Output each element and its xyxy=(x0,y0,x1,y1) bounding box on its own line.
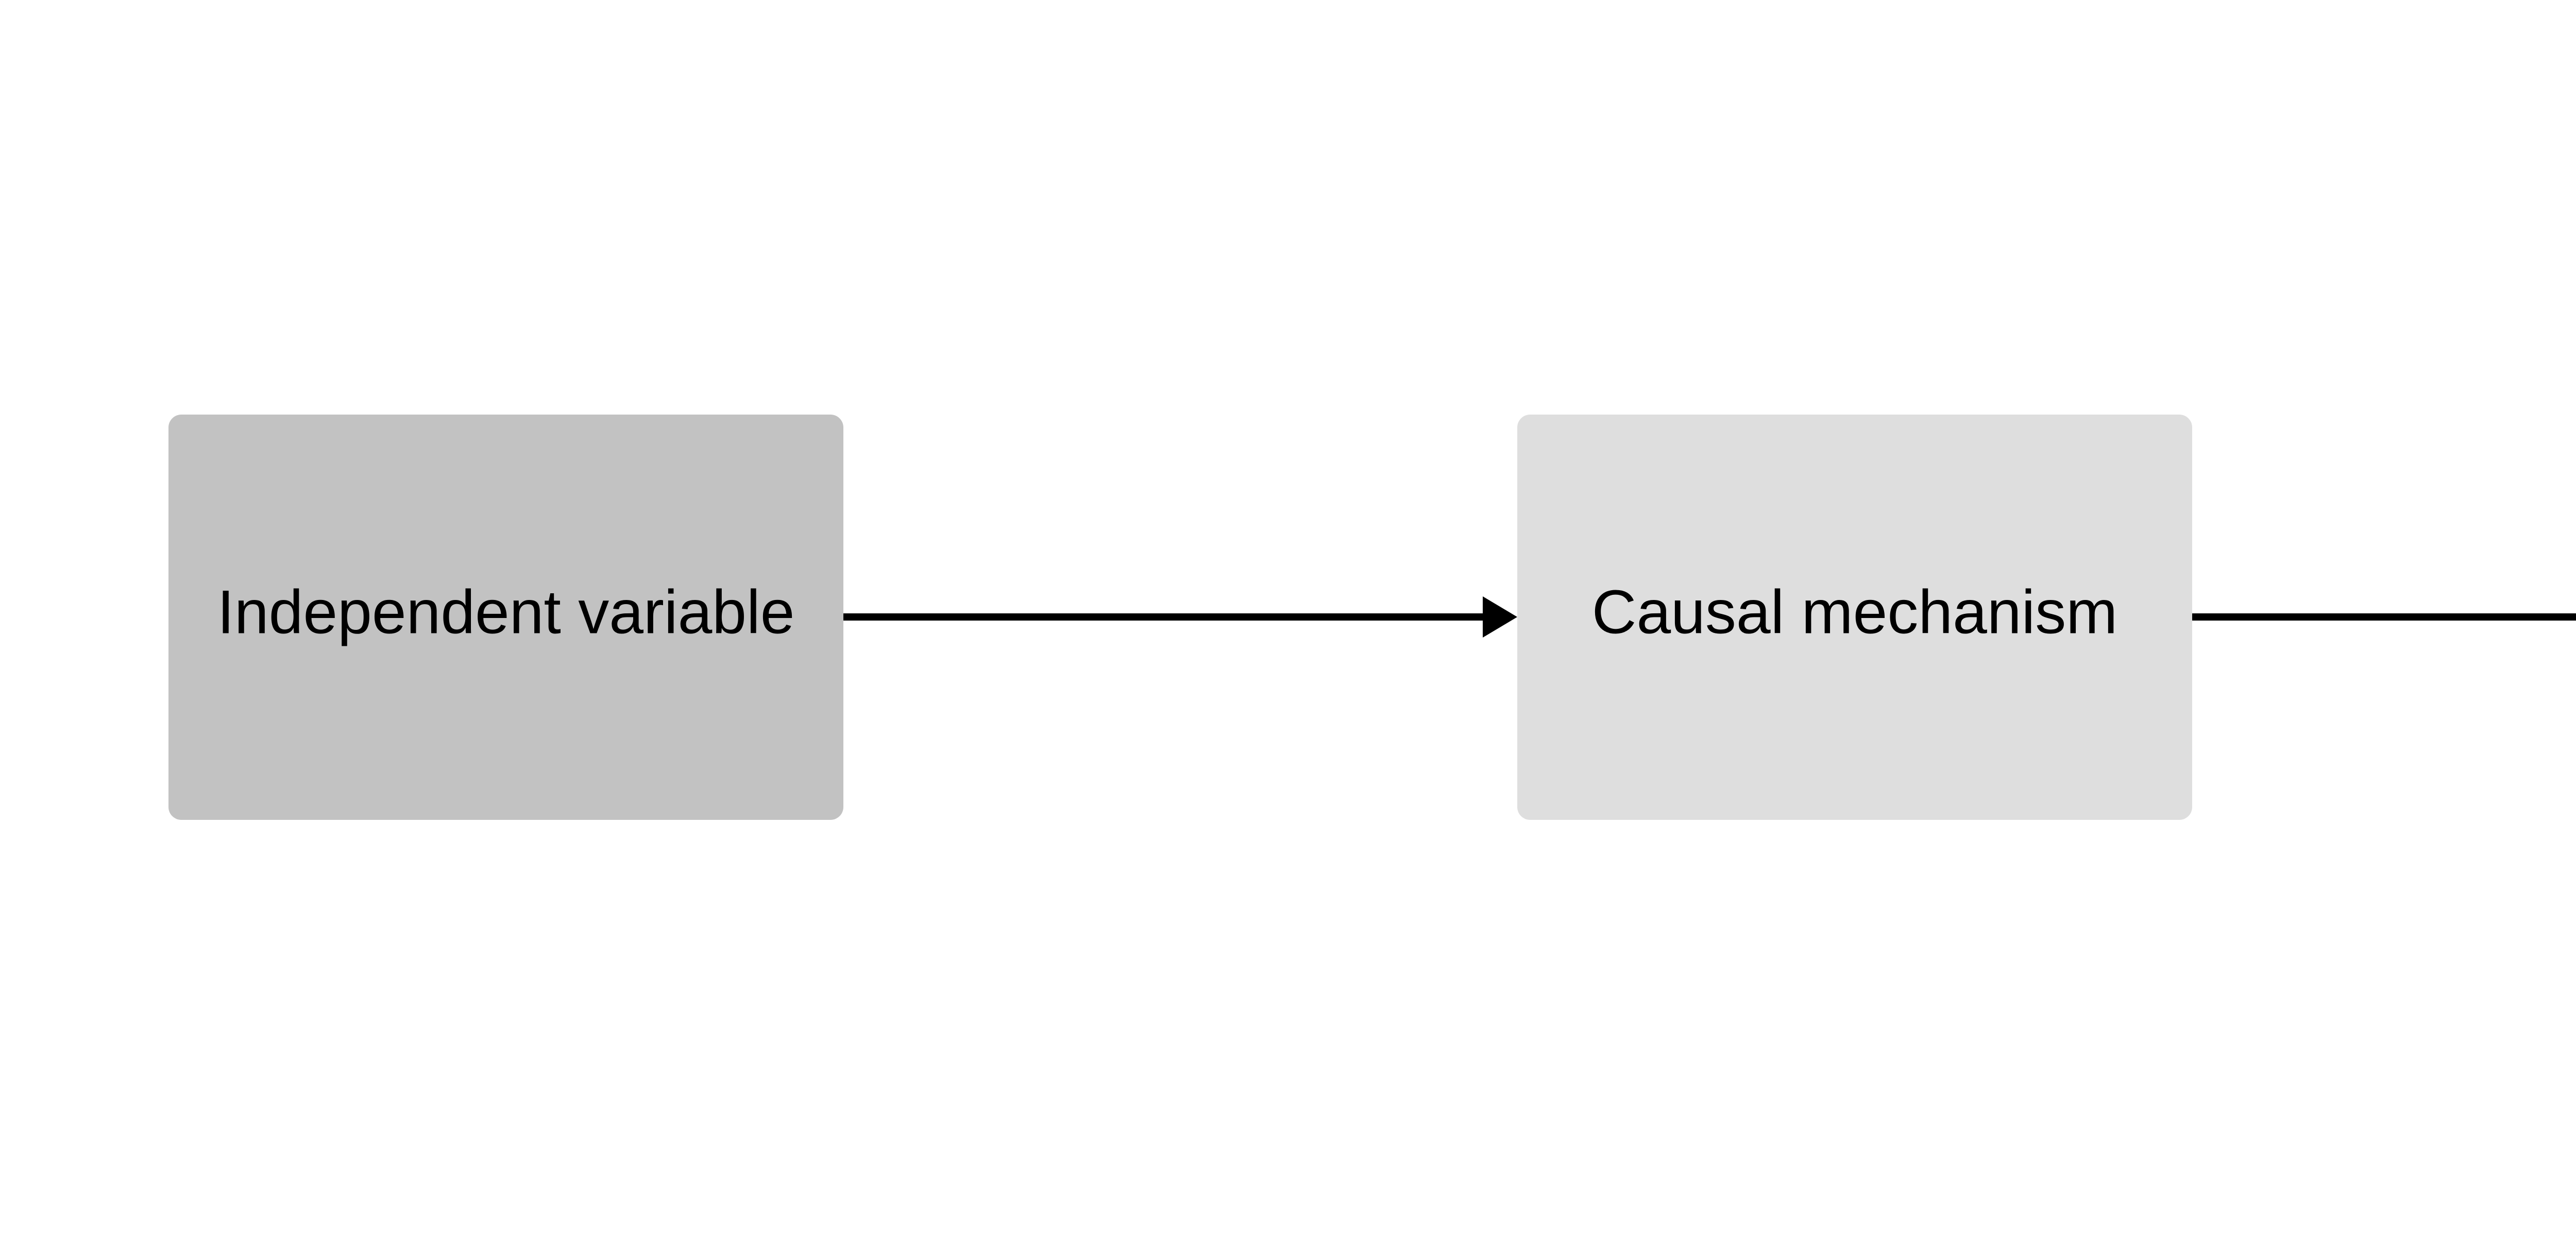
node-causal-mechanism-shape[interactable] xyxy=(1517,415,2192,820)
node-independent-variable[interactable]: Independent variable xyxy=(168,415,843,820)
edge-causal-to-dependent xyxy=(2189,613,2576,621)
arrowhead-icon-1 xyxy=(1483,596,1517,638)
node-independent-variable-shape[interactable] xyxy=(168,415,843,820)
node-independent-variable-label: Independent variable xyxy=(217,578,795,647)
edge-independent-to-causal xyxy=(840,596,1517,638)
node-causal-mechanism-label: Causal mechanism xyxy=(1592,578,2117,647)
node-causal-mechanism[interactable]: Causal mechanism xyxy=(1517,415,2192,820)
